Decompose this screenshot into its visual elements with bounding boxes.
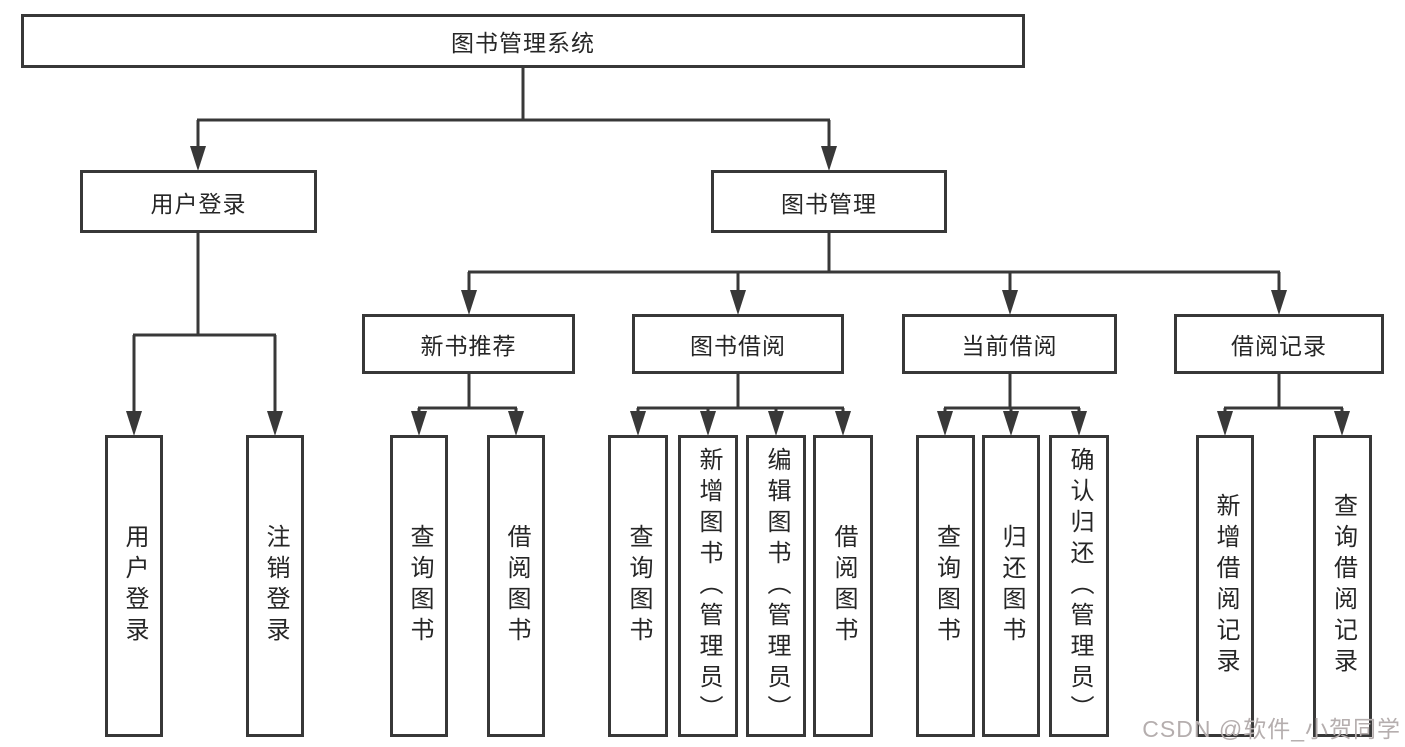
node-book-borrow: 图书借阅 (632, 314, 844, 374)
login-connector (132, 233, 277, 411)
root-connector (196, 68, 831, 146)
csdn-watermark: CSDN @软件_小贺同学 (1142, 716, 1401, 742)
leaf-edit-books-admin: 编辑图书（管理员） (746, 435, 806, 737)
mgmt-arrowheads (461, 290, 1287, 315)
root-arrowheads (190, 146, 837, 171)
leaf-query-books-borrow: 查询图书 (608, 435, 668, 737)
group0-arrowheads (411, 411, 524, 436)
group1-arrowheads (630, 411, 851, 436)
node-current-borrow: 当前借阅 (902, 314, 1117, 374)
node-book-management: 图书管理 (711, 170, 947, 233)
leaf-return-books: 归还图书 (982, 435, 1040, 737)
node-new-book-recommend: 新书推荐 (362, 314, 575, 374)
group3-connector (1223, 374, 1344, 411)
leaf-add-books-admin: 新增图书（管理员） (678, 435, 738, 737)
leaf-user-login: 用户登录 (105, 435, 163, 737)
leaf-borrow-books-recommend: 借阅图书 (487, 435, 545, 737)
leaf-logout: 注销登录 (246, 435, 304, 737)
login-arrowheads (126, 411, 283, 436)
leaf-borrow-books: 借阅图书 (813, 435, 873, 737)
mgmt-connector (467, 233, 1281, 290)
group0-connector (417, 374, 518, 411)
leaf-confirm-return-admin: 确认归还（管理员） (1049, 435, 1109, 737)
node-root: 图书管理系统 (21, 14, 1025, 68)
leaf-query-borrow-record: 查询借阅记录 (1313, 435, 1372, 737)
node-borrow-records: 借阅记录 (1174, 314, 1384, 374)
leaf-query-books-recommend: 查询图书 (390, 435, 448, 737)
node-user-login: 用户登录 (80, 170, 317, 233)
leaf-add-borrow-record: 新增借阅记录 (1196, 435, 1254, 737)
leaf-query-books-current: 查询图书 (916, 435, 975, 737)
group2-connector (943, 374, 1081, 411)
group3-arrowheads (1217, 411, 1350, 436)
group1-connector (636, 374, 845, 411)
group2-arrowheads (937, 411, 1087, 436)
